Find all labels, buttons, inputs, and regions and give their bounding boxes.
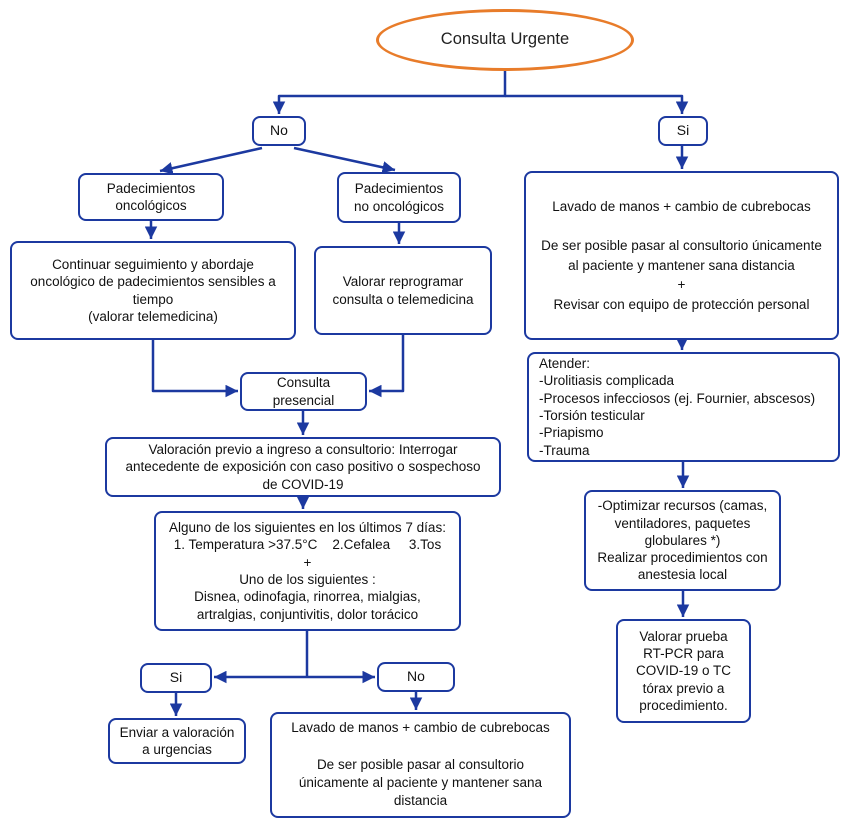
- node-decision-si-sintomas: Si: [140, 663, 212, 693]
- node-continuar-seguimiento: Continuar seguimiento y abordaje oncológ…: [10, 241, 296, 340]
- node-enviar-urgencias: Enviar a valoración a urgencias: [108, 718, 246, 764]
- node-padecimientos-oncologicos: Padecimientos oncológicos: [78, 173, 224, 221]
- node-decision-no: No: [252, 116, 306, 146]
- node-padecimientos-no-oncologicos: Padecimientos no oncológicos: [337, 172, 461, 223]
- node-atender-urgencias: Atender: -Urolitiasis complicada -Proces…: [527, 352, 840, 462]
- node-criterios-sintomas: Alguno de los siguientes en los últimos …: [154, 511, 461, 631]
- node-consulta-presencial: Consulta presencial: [240, 372, 367, 411]
- node-valoracion-previa: Valoración previo a ingreso a consultori…: [105, 437, 501, 497]
- node-decision-no-sintomas: No: [377, 662, 455, 692]
- node-valorar-reprogramar: Valorar reprogramar consulta o telemedic…: [314, 246, 492, 335]
- node-valorar-rt-pcr: Valorar prueba RT-PCR para COVID-19 o TC…: [616, 619, 751, 723]
- node-optimizar-recursos: -Optimizar recursos (camas, ventiladores…: [584, 490, 781, 591]
- node-lavado-manos-consultorio: Lavado de manos + cambio de cubrebocas D…: [270, 712, 571, 818]
- node-decision-si: Si: [658, 116, 708, 146]
- node-consulta-urgente: Consulta Urgente: [376, 9, 634, 71]
- node-lavado-manos-epp: Lavado de manos + cambio de cubrebocas D…: [524, 171, 839, 340]
